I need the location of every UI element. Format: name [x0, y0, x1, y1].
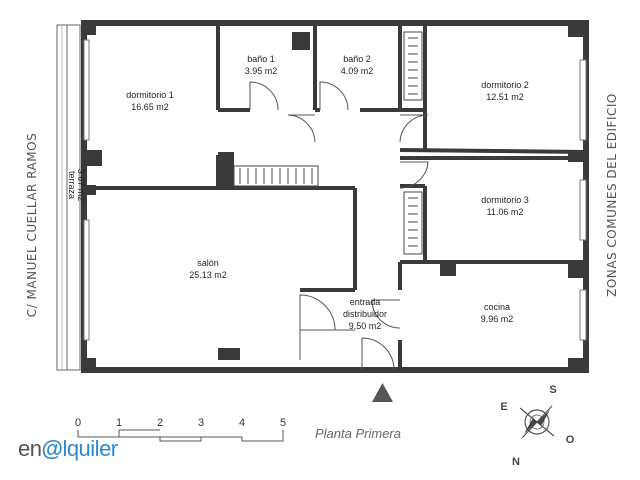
room-cocina-name: cocina [484, 302, 510, 312]
compass-o: O [566, 434, 575, 446]
windows [83, 39, 587, 341]
logo-prefix: en [18, 436, 42, 461]
floor-title: Planta Primera [315, 426, 401, 441]
room-dormitorio3-name: dormitorio 3 [481, 195, 529, 205]
room-entrada-name: entrada [350, 297, 381, 307]
interior-walls [92, 25, 587, 370]
scale-tick-5: 5 [280, 417, 286, 429]
enalquiler-logo: en@lquiler [18, 436, 118, 462]
door-swings [249, 81, 429, 371]
room-bano2-name: baño 2 [343, 54, 371, 64]
common-areas-label: ZONAS COMUNES DEL EDIFICIO [605, 93, 619, 297]
compass-n: N [512, 456, 520, 468]
room-dormitorio2-area: 12.51 m2 [486, 92, 524, 102]
entrance-marker-icon [372, 383, 393, 402]
scale-tick-2: 2 [157, 417, 163, 429]
room-distribuidor-name: distribuidor [343, 309, 387, 319]
scale-tick-1: 1 [116, 417, 122, 429]
room-dormitorio3-area: 11.06 m2 [487, 207, 524, 217]
room-bano1-name: baño 1 [247, 54, 275, 64]
room-terraza-area: 3.67 m2 [76, 169, 86, 202]
compass-icon [519, 405, 555, 439]
room-salon-name: salón [197, 258, 219, 268]
scale-tick-0: 0 [75, 417, 81, 429]
logo-rest: lquiler [62, 436, 118, 461]
closets [233, 31, 423, 255]
room-dormitorio1-name: dormitorio 1 [126, 90, 174, 100]
room-dormitorio1-area: 16.65 m2 [131, 102, 169, 112]
room-dormitorio2-name: dormitorio 2 [481, 80, 529, 90]
scale-tick-4: 4 [239, 417, 245, 429]
scale-tick-3: 3 [198, 417, 204, 429]
room-bano2-area: 4.09 m2 [341, 66, 374, 76]
street-label: C/ MANUEL CUELLAR RAMOS [25, 133, 39, 317]
room-entrada-area: 9.50 m2 [349, 321, 382, 331]
room-terraza-name: terraza [67, 171, 77, 199]
scale-bar [77, 429, 284, 442]
compass-s: S [549, 384, 556, 396]
room-salon-area: 25.13 m2 [189, 270, 227, 280]
room-bano1-area: 3.95 m2 [245, 66, 278, 76]
room-cocina-area: 9.96 m2 [481, 314, 514, 324]
compass-e: E [500, 401, 507, 413]
logo-at: @ [41, 436, 63, 461]
terraza [56, 24, 81, 371]
